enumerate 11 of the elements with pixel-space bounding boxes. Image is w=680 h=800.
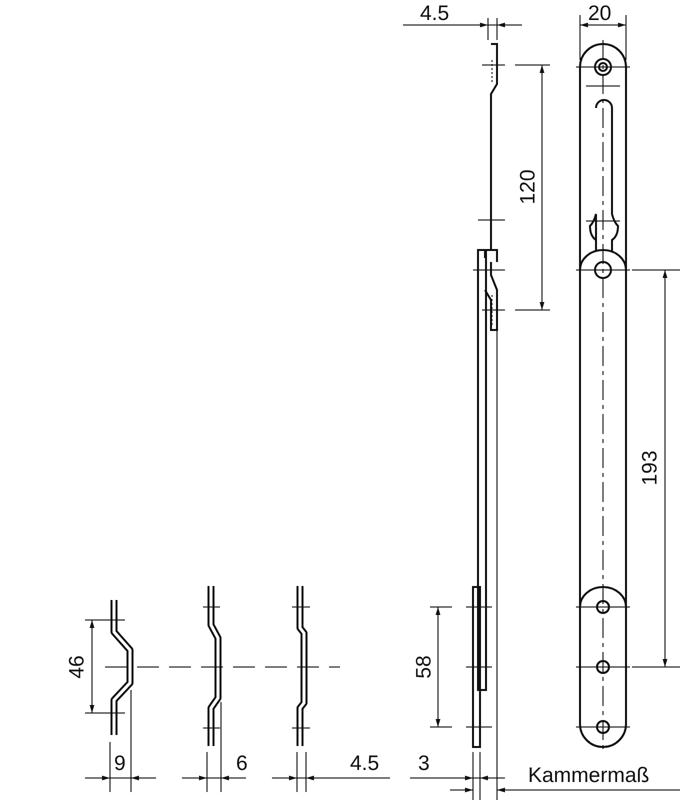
dimension-value: 58 bbox=[414, 655, 434, 679]
dimension-value: 9 bbox=[114, 753, 126, 774]
dimension-value: 46 bbox=[66, 655, 88, 679]
dimension-value: 20 bbox=[588, 3, 612, 24]
dimension-value: 6 bbox=[236, 753, 248, 774]
dimension-value: 4.5 bbox=[350, 753, 380, 774]
dimension-value: 120 bbox=[518, 169, 538, 205]
dimension-value: 3 bbox=[418, 753, 430, 774]
dimension-value: 4.5 bbox=[420, 3, 450, 24]
dimension-value: 193 bbox=[640, 450, 660, 486]
dimension-label: Kammermaß bbox=[528, 765, 650, 786]
